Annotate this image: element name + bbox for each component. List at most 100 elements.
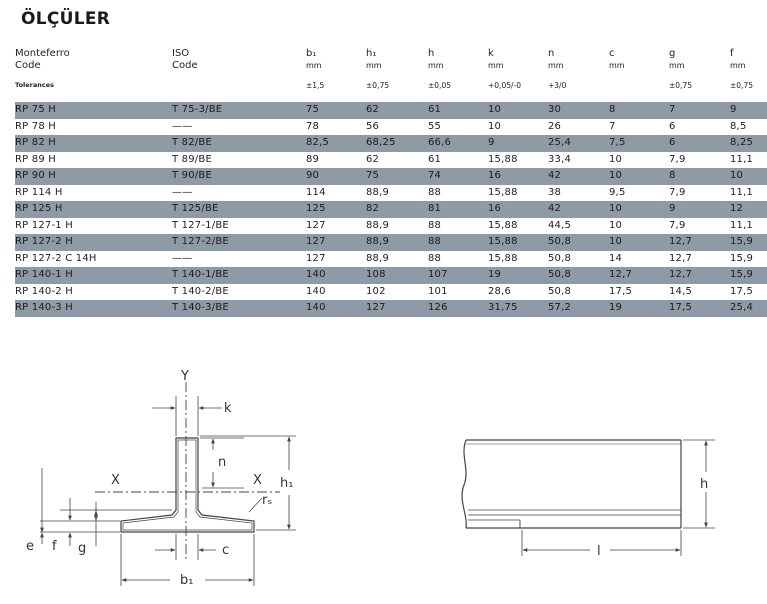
table-cell: 88,9 (366, 219, 390, 231)
side-view-drawing (461, 439, 715, 556)
label-h: h (700, 477, 708, 492)
table-cell: —— (172, 120, 193, 132)
table-cell: 126 (428, 300, 488, 317)
table-cell: —— (172, 252, 193, 264)
table-cell: 55 (428, 120, 442, 132)
table-cell: 10 (609, 153, 623, 165)
table-cell: —— (172, 186, 193, 198)
label-x-right: X (253, 473, 262, 488)
table-cell: 42 (548, 168, 609, 185)
table-cell: RP 140-2 H (15, 285, 73, 297)
label-f: f (52, 539, 57, 554)
table-cell: 33,4 (548, 153, 572, 165)
table-cell: 114 (306, 186, 326, 198)
label-rs: rₛ (262, 493, 272, 508)
table-cell: RP 127-1 H (15, 219, 73, 231)
table-cell: 89 (306, 153, 320, 165)
table-cell: 12,7 (669, 234, 730, 251)
table-cell: RP 140-1 H (15, 267, 172, 284)
cross-section-drawing (40, 382, 296, 586)
table-cell: 44,5 (548, 219, 572, 231)
table-cell: 10 (488, 120, 502, 132)
table-cell: 125 (306, 201, 366, 218)
table-cell: 15,88 (488, 186, 518, 198)
table-cell: 10 (488, 102, 548, 119)
table-cell: 15,88 (488, 153, 518, 165)
tolerance-cell (172, 81, 306, 102)
table-cell: T 75-3/BE (172, 102, 306, 119)
table-cell: 15,9 (730, 267, 767, 284)
table-cell: 25,4 (548, 135, 609, 152)
table-cell: 7,9 (669, 153, 686, 165)
table-cell: 8,5 (730, 120, 747, 132)
table-cell: 127 (306, 252, 326, 264)
page-title: ÖLÇÜLER (21, 9, 111, 29)
table-cell: 16 (488, 201, 548, 218)
table-cell: 61 (428, 102, 488, 119)
table-cell: 7,5 (609, 135, 669, 152)
table-cell: 88 (428, 234, 488, 251)
table-cell: 31,75 (488, 300, 548, 317)
table-cell: RP 89 H (15, 153, 56, 165)
table-cell: 57,2 (548, 300, 609, 317)
column-header-unit: Code (172, 60, 198, 71)
table-cell: T 125/BE (172, 201, 306, 218)
table-cell: 75 (366, 168, 428, 185)
table-cell: 50,8 (548, 285, 572, 297)
table-cell: 9 (730, 102, 767, 119)
column-header-label: g (669, 48, 676, 59)
tolerance-cell: Tolerances (15, 81, 55, 89)
table-cell: T 140-2/BE (172, 285, 229, 297)
table-cell: 17,5 (730, 285, 754, 297)
table-cell: RP 82 H (15, 135, 172, 152)
table-cell: 28,6 (488, 285, 512, 297)
column-header-unit: mm (428, 61, 444, 70)
table-cell: 74 (428, 168, 488, 185)
label-c: c (222, 543, 229, 558)
label-l: l (597, 544, 601, 559)
table-cell: 9 (488, 135, 548, 152)
tolerance-cell: ±0,05 (428, 81, 451, 90)
table-cell: 140 (306, 285, 326, 297)
table-cell: 11,1 (730, 219, 754, 231)
table-cell: RP 127-2 C 14H (15, 252, 97, 264)
tolerances-row: Tolerances±1,5±0,75±0,05+0,05/-0+3/0±0,7… (15, 81, 767, 102)
label-k: k (224, 401, 232, 416)
table-cell: 61 (428, 153, 442, 165)
table-cell: 8 (609, 102, 669, 119)
table-cell: 7,9 (669, 219, 686, 231)
table-cell: 140 (306, 300, 366, 317)
column-header-unit: Code (15, 60, 41, 71)
table-cell: RP 140-3 H (15, 300, 172, 317)
table-cell: 108 (366, 267, 428, 284)
column-header-label: h (428, 48, 435, 59)
side-view-labels: h l (597, 477, 708, 559)
table-cell: 8 (669, 168, 730, 185)
table-cell: 127 (366, 300, 428, 317)
table-cell: 68,25 (366, 135, 428, 152)
table-cell: 16 (488, 168, 548, 185)
table-cell: 14,5 (669, 285, 693, 297)
column-header-unit: mm (306, 61, 322, 70)
cross-section-labels: Y k n h₁ X X rₛ e f g c b₁ (26, 369, 293, 588)
table-cell: 88,9 (366, 234, 428, 251)
table-cell: T 82/BE (172, 135, 306, 152)
table-cell: RP 75 H (15, 102, 172, 119)
table-cell: 88,9 (366, 186, 390, 198)
label-h1: h₁ (280, 476, 293, 491)
tolerance-cell: ±0,75 (730, 81, 753, 90)
